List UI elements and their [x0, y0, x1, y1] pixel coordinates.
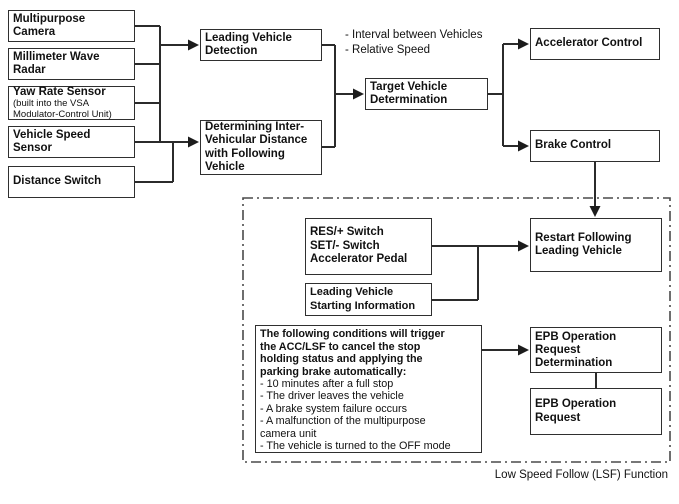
connector-paths	[135, 25, 597, 388]
node-restart-following-leading-vehicle: Restart Following Leading Vehicle	[530, 218, 662, 272]
node-target-vehicle-determination: Target Vehicle Determination	[365, 78, 488, 110]
node-millimeter-wave-radar: Millimeter Wave Radar	[8, 48, 135, 80]
node-label: Leading Vehicle Starting Information	[310, 286, 416, 312]
node-label: RES/+ Switch SET/- Switch Accelerator Pe…	[310, 226, 408, 266]
node-epb-operation-request: EPB Operation Request	[530, 388, 662, 435]
conditions-heading: The following conditions will trigger th…	[260, 328, 445, 378]
node-label: Leading Vehicle Detection	[205, 31, 292, 58]
node-label: Determining Inter- Vehicular Distance wi…	[205, 120, 308, 174]
node-label: Multipurpose Camera	[13, 12, 86, 39]
node-res-set-accelerator: RES/+ Switch SET/- Switch Accelerator Pe…	[305, 218, 432, 275]
node-brake-control: Brake Control	[530, 130, 660, 162]
node-stop-cancel-conditions: The following conditions will trigger th…	[255, 325, 482, 453]
node-vehicle-speed-sensor: Vehicle Speed Sensor	[8, 126, 135, 158]
node-label: Target Vehicle Determination	[370, 80, 448, 107]
node-multipurpose-camera: Multipurpose Camera	[8, 10, 135, 42]
node-distance-switch: Distance Switch	[8, 166, 135, 198]
node-label: Restart Following Leading Vehicle	[535, 231, 632, 258]
target-inputs-annotation: - Interval between Vehicles - Relative S…	[345, 29, 483, 56]
conditions-items: - 10 minutes after a full stop - The dri…	[260, 378, 451, 453]
node-leading-vehicle-starting-information: Leading Vehicle Starting Information	[305, 283, 432, 316]
node-label: Yaw Rate Sensor	[13, 86, 106, 98]
node-leading-vehicle-detection: Leading Vehicle Detection	[200, 29, 322, 61]
node-label: Vehicle Speed Sensor	[13, 128, 91, 155]
node-label: Distance Switch	[13, 175, 102, 188]
node-accelerator-control: Accelerator Control	[530, 28, 660, 60]
arrowhead-icons	[188, 38, 601, 356]
node-label: Millimeter Wave Radar	[13, 50, 100, 77]
node-label: EPB Operation Request Determination	[535, 330, 617, 369]
node-label: Accelerator Control	[535, 37, 643, 50]
node-determining-inter-vehicular-distance: Determining Inter- Vehicular Distance wi…	[200, 120, 322, 175]
node-epb-operation-request-determination: EPB Operation Request Determination	[530, 327, 662, 373]
lsf-function-boundary	[242, 197, 671, 463]
lsf-function-caption: Low Speed Follow (LSF) Function	[494, 469, 668, 481]
node-sublabel: (built into the VSA Modulator-Control Un…	[13, 98, 112, 120]
node-yaw-rate-sensor: Yaw Rate Sensor (built into the VSA Modu…	[8, 86, 135, 120]
node-label: EPB Operation Request	[535, 398, 617, 424]
node-label: Brake Control	[535, 139, 612, 152]
